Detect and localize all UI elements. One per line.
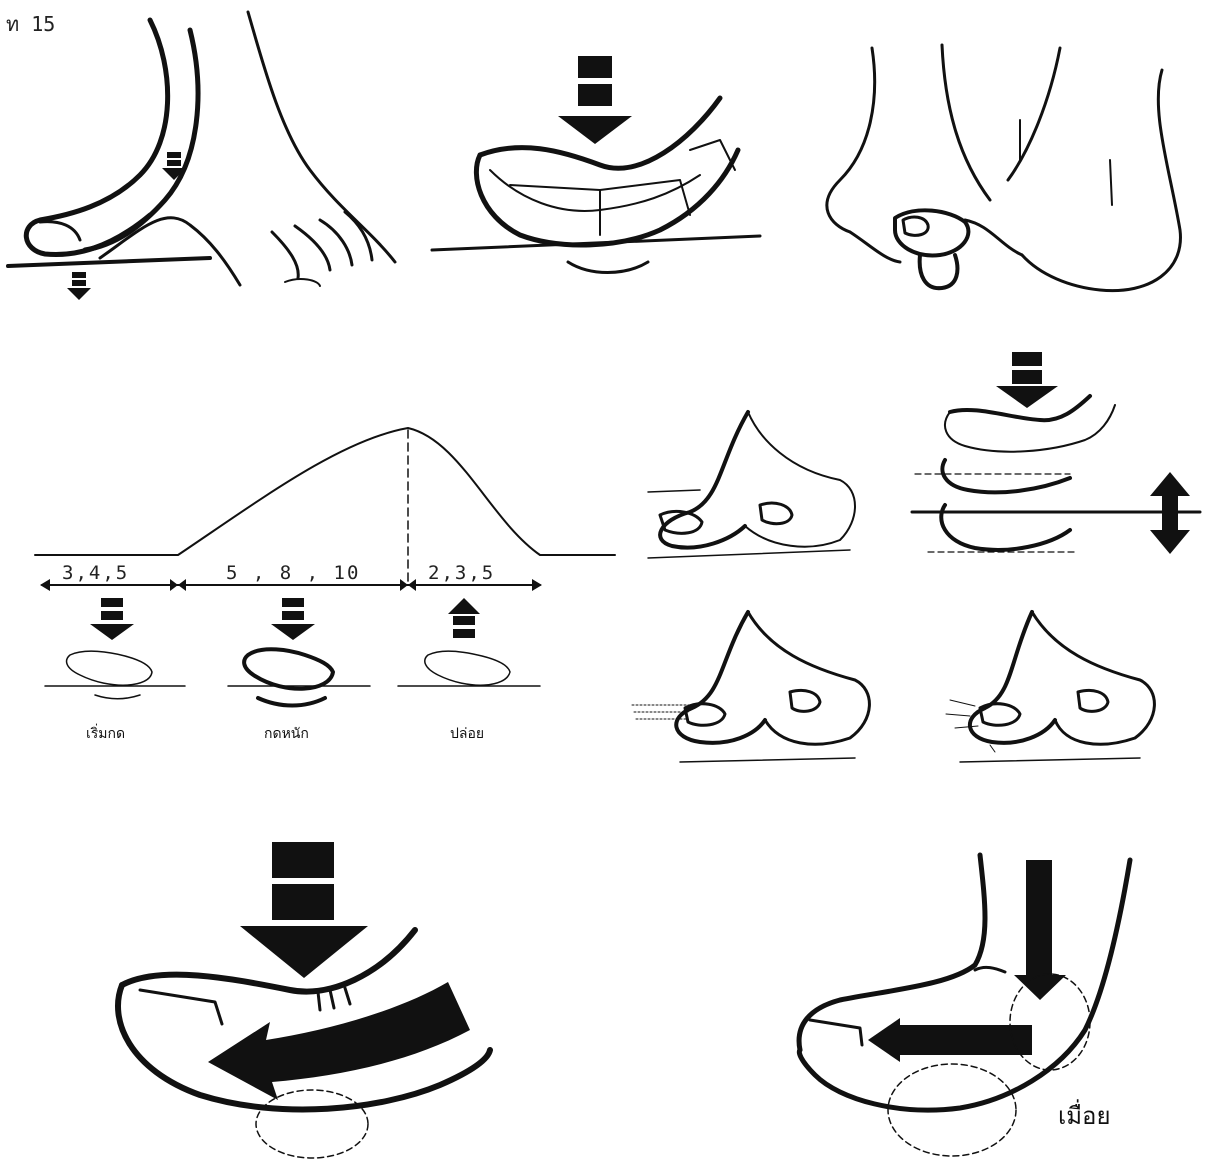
caption-release: ปล่อย [450,723,484,745]
caption-start-press: เริ่มกด [86,723,125,745]
panel-thumb-curved-arrow [118,842,490,1158]
phase-3-values: 2,3,5 [428,562,495,584]
ache-label: เมื่อย [1058,1096,1111,1135]
phase-2-values: 5 , 8 , 10 [226,562,360,584]
panel-thumb-frame-1 [648,412,855,558]
panel-thumb-frame-4 [946,612,1154,762]
panel-thumb-frame-2 [912,352,1200,554]
phase-1-values: 3,4,5 [62,562,129,584]
page-tag: ท 15 [6,8,55,40]
caption-press-hard: กดหนัก [264,723,309,745]
panel-thumbs-on-heel [827,45,1181,291]
panel-thumb-pressure-arrow [432,56,760,273]
pressure-curve [35,428,615,555]
panel-thumb-press-side [8,12,395,300]
panel-thumb-frame-3 [632,612,869,762]
